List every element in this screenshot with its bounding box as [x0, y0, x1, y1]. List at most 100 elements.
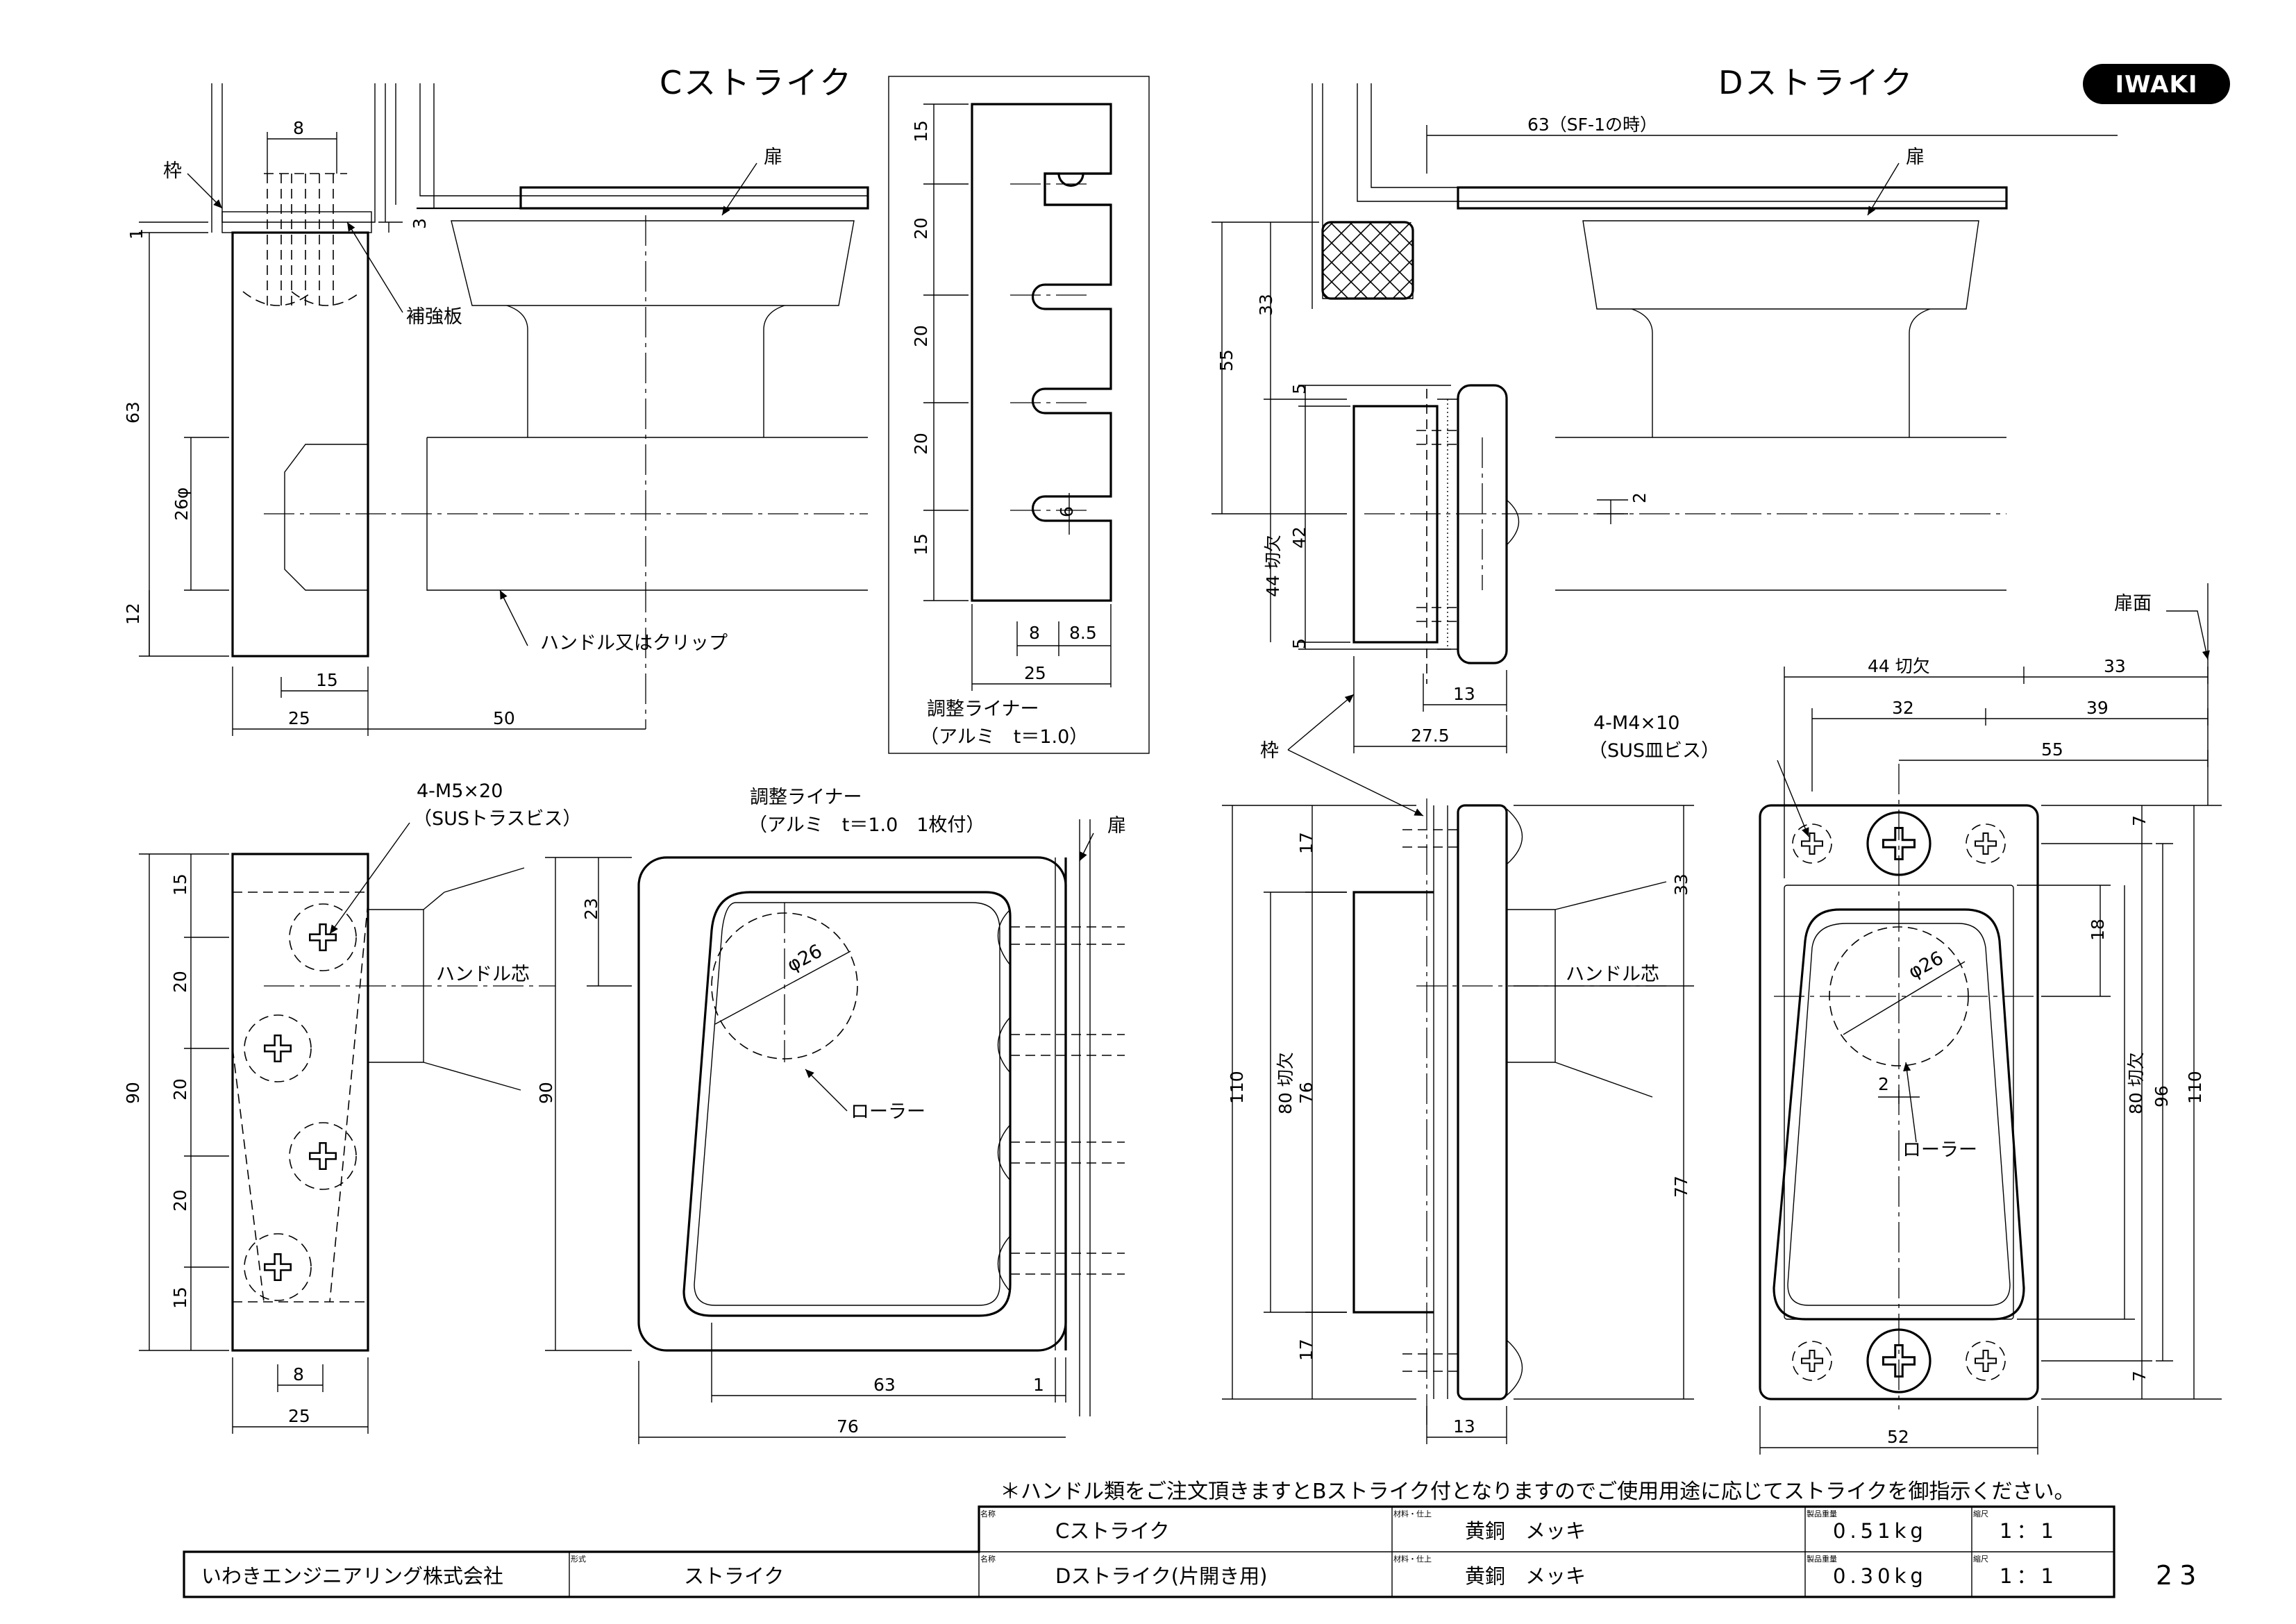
- d-door-label: 扉: [1906, 147, 1925, 168]
- svg-text:7: 7: [2129, 1371, 2150, 1382]
- d-screw-bottom-center: [1866, 1328, 1932, 1393]
- svg-text:25: 25: [1024, 663, 1046, 683]
- svg-text:名称: 名称: [980, 1509, 996, 1518]
- svg-text:5: 5: [1289, 383, 1309, 394]
- d-roller-label: ローラー: [1902, 1139, 1977, 1161]
- d-strike-title: Dストライク: [1718, 64, 1915, 101]
- svg-text:8: 8: [293, 118, 304, 138]
- row1-name: Cストライク: [1055, 1519, 1170, 1543]
- svg-text:15: 15: [170, 873, 190, 896]
- svg-text:8: 8: [1029, 623, 1040, 643]
- title-block: 名称 名称 形式 材料・仕上 材料・仕上 製品重量 製品重量 縮尺 縮尺 いわき…: [183, 1505, 2115, 1598]
- d-screw-spec: （SUS皿ビス）: [1589, 740, 1720, 762]
- svg-text:80 切欠: 80 切欠: [2126, 1052, 2146, 1114]
- svg-text:63: 63: [123, 401, 143, 424]
- svg-text:φ26: φ26: [784, 940, 826, 976]
- svg-text:6: 6: [1057, 506, 1077, 517]
- row2-scale: 1：1: [2000, 1564, 2058, 1588]
- c-roller-label: ローラー: [850, 1101, 925, 1123]
- svg-text:20: 20: [911, 325, 931, 347]
- svg-text:20: 20: [170, 971, 190, 993]
- svg-text:80 切欠: 80 切欠: [1275, 1052, 1296, 1114]
- svg-text:17: 17: [1296, 1339, 1316, 1361]
- svg-text:製品重量: 製品重量: [1807, 1509, 1837, 1518]
- svg-text:φ26: φ26: [1905, 947, 1947, 983]
- d-strike-side-section: 55 33 5 42 5 44 切欠 2 13 27.5 63（SF-1の時） …: [1212, 83, 2118, 753]
- svg-text:90: 90: [536, 1082, 556, 1104]
- c-strike-plan-view: φ26 23 90 63 1 76 扉 調整ライナー （アルミ t＝1.0 1枚…: [536, 787, 1126, 1444]
- svg-text:20: 20: [170, 1189, 190, 1212]
- svg-text:44 切欠: 44 切欠: [1263, 535, 1283, 597]
- order-note: ＊ハンドル類をご注文頂きますとBストライク付となりますのでご使用用途に応じてスト…: [1000, 1480, 2075, 1504]
- svg-text:縮尺: 縮尺: [1973, 1554, 1988, 1564]
- svg-text:12: 12: [123, 603, 143, 625]
- svg-text:名称: 名称: [980, 1554, 996, 1564]
- svg-text:50: 50: [493, 708, 515, 728]
- d-screw-top-left: [1792, 823, 1832, 864]
- svg-text:27.5: 27.5: [1411, 726, 1450, 746]
- row2-material: 黄銅 メッキ: [1465, 1564, 1586, 1588]
- svg-text:17: 17: [1296, 832, 1316, 854]
- svg-text:7: 7: [2129, 815, 2150, 826]
- liner-detail: 15 20 20 20 15 6 8 8.5 25 調整ライナー （アルミ t＝…: [888, 76, 1150, 754]
- c-strike-title: Cストライク: [660, 64, 853, 101]
- svg-text:13: 13: [1453, 1416, 1475, 1437]
- row1-material: 黄銅 メッキ: [1465, 1519, 1586, 1543]
- row1-scale: 1：1: [2000, 1519, 2058, 1543]
- svg-text:55: 55: [2041, 739, 2063, 760]
- svg-text:77: 77: [1671, 1175, 1691, 1198]
- svg-text:材料・仕上: 材料・仕上: [1393, 1509, 1432, 1518]
- svg-text:1: 1: [1033, 1375, 1044, 1395]
- svg-text:2: 2: [1878, 1074, 1889, 1094]
- row1-weight: 0.51kg: [1833, 1519, 1927, 1543]
- c-screw-spec: （SUSトラスビス）: [413, 808, 582, 830]
- liner-title: 調整ライナー: [927, 698, 1039, 720]
- svg-text:IWAKI: IWAKI: [2115, 71, 2198, 99]
- svg-text:63: 63: [873, 1375, 896, 1395]
- svg-text:5: 5: [1289, 638, 1309, 649]
- c-reinforcement-label: 補強板: [406, 306, 462, 328]
- svg-text:23: 23: [581, 898, 601, 920]
- c-screw-4: [244, 1233, 312, 1301]
- page-number: 23: [2156, 1560, 2203, 1591]
- d-strike-front-view: 110 80 切欠 17 76 17 33 77 13 ハンドル芯: [1222, 798, 1694, 1444]
- svg-text:15: 15: [316, 670, 338, 690]
- svg-text:33: 33: [2104, 656, 2126, 676]
- c-liner-label: 調整ライナー: [750, 787, 862, 808]
- svg-text:8: 8: [293, 1364, 304, 1384]
- svg-text:32: 32: [1892, 698, 1914, 718]
- d-frame-label: 枠: [1260, 740, 1279, 762]
- svg-text:1: 1: [126, 228, 146, 240]
- c-liner-spec: （アルミ t＝1.0 1枚付）: [748, 814, 984, 836]
- c-strike-side-section: 8 1 3 63 26φ 12 15 25 50 枠 扉 補強板 ハンドル又はク…: [123, 83, 869, 736]
- d-strike-plate-view: φ26 44 切欠 33 32 39 55 扉面 7 7 18 80 切欠 96…: [1589, 583, 2222, 1455]
- svg-text:縮尺: 縮尺: [1973, 1509, 1988, 1518]
- d-frame-callout: 枠: [1260, 694, 1424, 817]
- svg-text:39: 39: [2086, 698, 2109, 718]
- d-sf1-dim: 63（SF-1の時）: [1527, 115, 1657, 135]
- company-name: いわきエンジニアリング株式会社: [201, 1564, 503, 1588]
- svg-text:8.5: 8.5: [1069, 623, 1097, 643]
- c-frame-label: 枠: [163, 160, 182, 182]
- svg-text:26φ: 26φ: [171, 487, 192, 521]
- svg-text:52: 52: [1887, 1427, 1909, 1447]
- svg-text:110: 110: [2185, 1071, 2205, 1104]
- svg-text:55: 55: [1216, 349, 1237, 371]
- svg-text:15: 15: [170, 1287, 190, 1309]
- svg-text:76: 76: [837, 1416, 859, 1437]
- d-screw-label: 4-M4×10: [1593, 712, 1679, 734]
- d-screw-bottom-left: [1792, 1341, 1832, 1381]
- svg-text:20: 20: [911, 217, 931, 240]
- svg-text:18: 18: [2088, 919, 2108, 941]
- iwaki-logo: IWAKI: [2083, 64, 2230, 104]
- c-screw-1: [289, 903, 357, 971]
- svg-text:20: 20: [170, 1078, 190, 1100]
- svg-text:25: 25: [288, 708, 310, 728]
- d-door-face-label: 扉面: [2114, 593, 2152, 614]
- svg-text:15: 15: [911, 533, 931, 555]
- c-screw-2: [244, 1014, 312, 1082]
- svg-text:25: 25: [288, 1406, 310, 1426]
- svg-text:製品重量: 製品重量: [1807, 1554, 1837, 1564]
- d-handle-center-label: ハンドル芯: [1566, 964, 1659, 985]
